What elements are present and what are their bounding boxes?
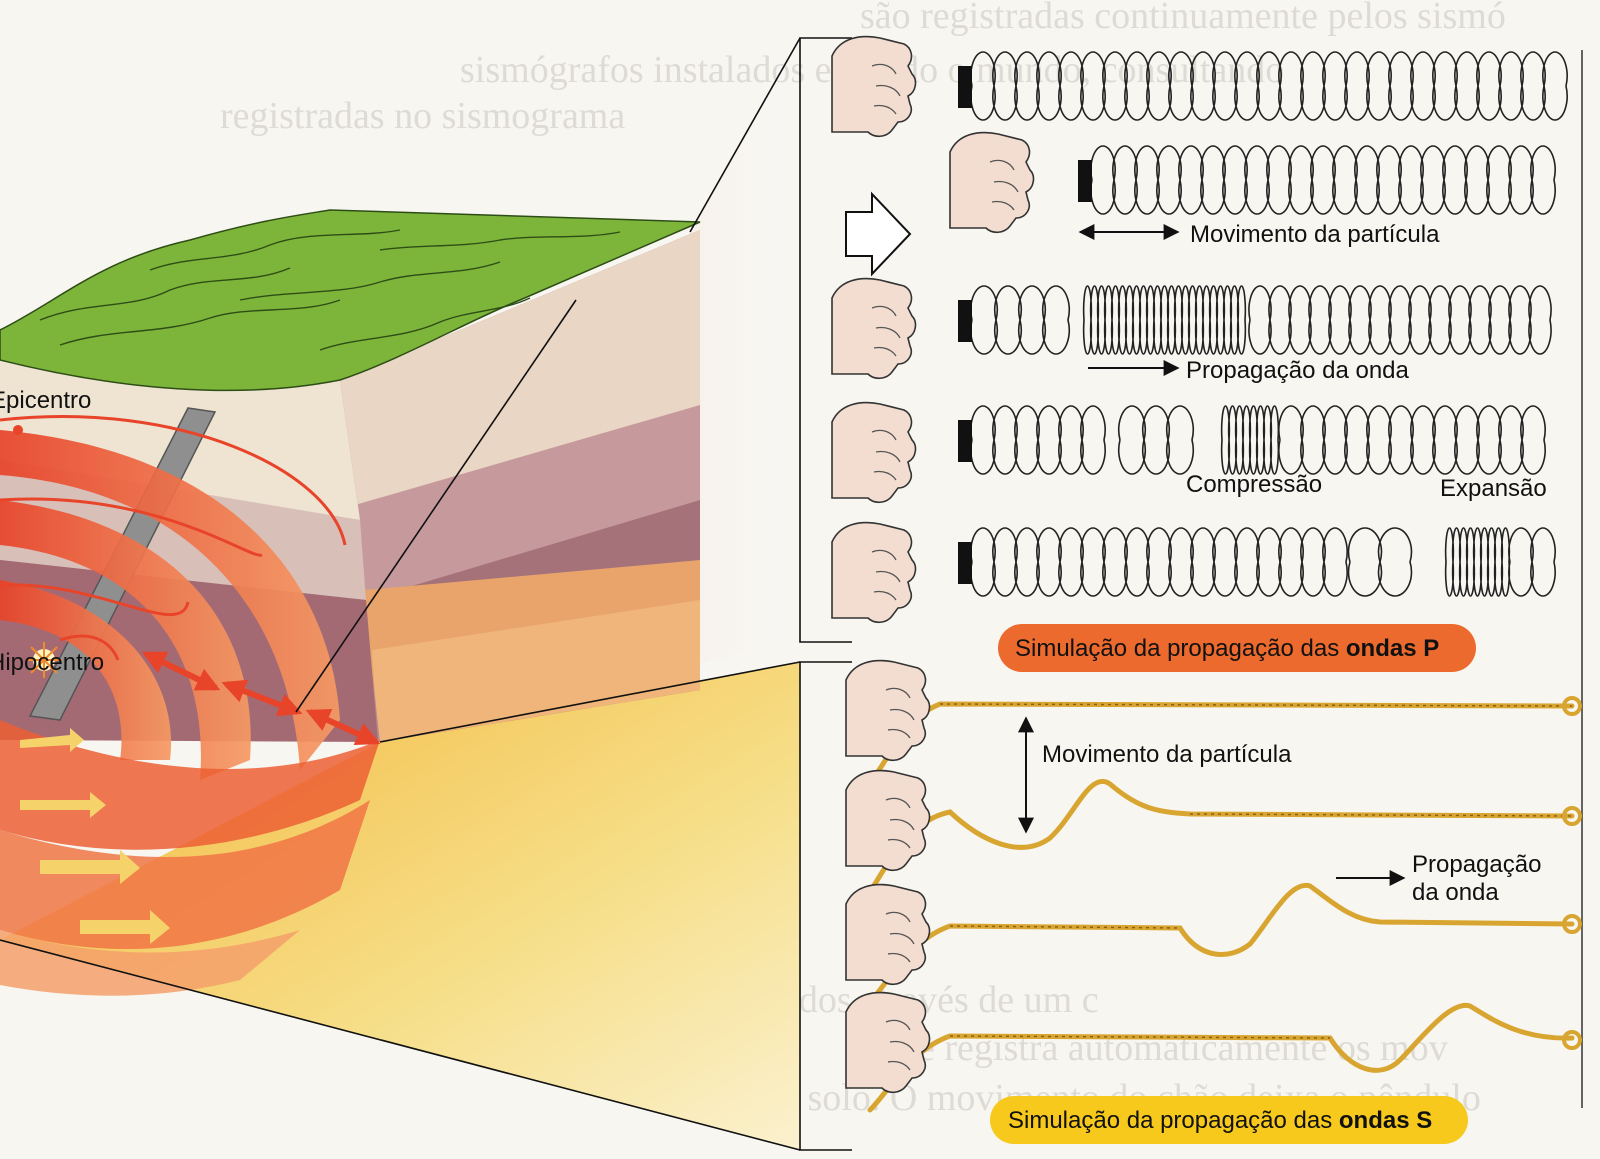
spring-coil [970, 51, 1568, 121]
spring-coil [970, 527, 1348, 597]
spring-coil [1118, 405, 1194, 475]
s-wave-caption: Simulação da propagação das ondas S [1008, 1107, 1432, 1134]
spring-coil [1248, 285, 1552, 355]
spring-coil [1278, 405, 1546, 475]
s-wave-caption-badge [990, 1096, 1468, 1144]
spring-coil [1090, 145, 1556, 215]
background-text-top-1: são registradas continuamente pelos sism… [860, 0, 1506, 37]
s-propagation-label-line2: da onda [1412, 879, 1499, 906]
background-text-top-3: registradas no sismograma [220, 95, 625, 137]
spring-coil [970, 285, 1070, 355]
spring-coil [1444, 527, 1511, 597]
hypocenter-label: Hipocentro [0, 649, 104, 676]
p-wave-caption-badge [998, 624, 1476, 672]
p-wave-hands [831, 35, 1035, 624]
spring-coil [1347, 527, 1413, 597]
earth-cross-section [0, 209, 701, 996]
spring-coil [1508, 527, 1556, 597]
p-wave-caption: Simulação da propagação das ondas P [1015, 635, 1439, 662]
p-particle-motion-label: Movimento da partícula [1190, 221, 1440, 248]
spring-coil [1082, 285, 1247, 355]
background-text-bottom-2: que registra automaticamente os mov [880, 1027, 1448, 1069]
compression-label: Compressão [1186, 471, 1322, 498]
next-step-arrow-icon [845, 191, 912, 277]
s-particle-motion-label: Movimento da partícula [1042, 741, 1292, 768]
spring-coil [970, 405, 1106, 475]
expansion-label: Expansão [1440, 475, 1547, 502]
s-wave-hands [845, 659, 931, 1094]
s-wave-zoom-wedge [0, 662, 800, 1150]
p-wave-springs [970, 51, 1568, 597]
p-propagation-label: Propagação da onda [1186, 357, 1410, 384]
spring-coil [1220, 405, 1280, 475]
epicenter-label: Epicentro [0, 387, 91, 414]
s-propagation-label-line1: Propagação [1412, 851, 1541, 878]
